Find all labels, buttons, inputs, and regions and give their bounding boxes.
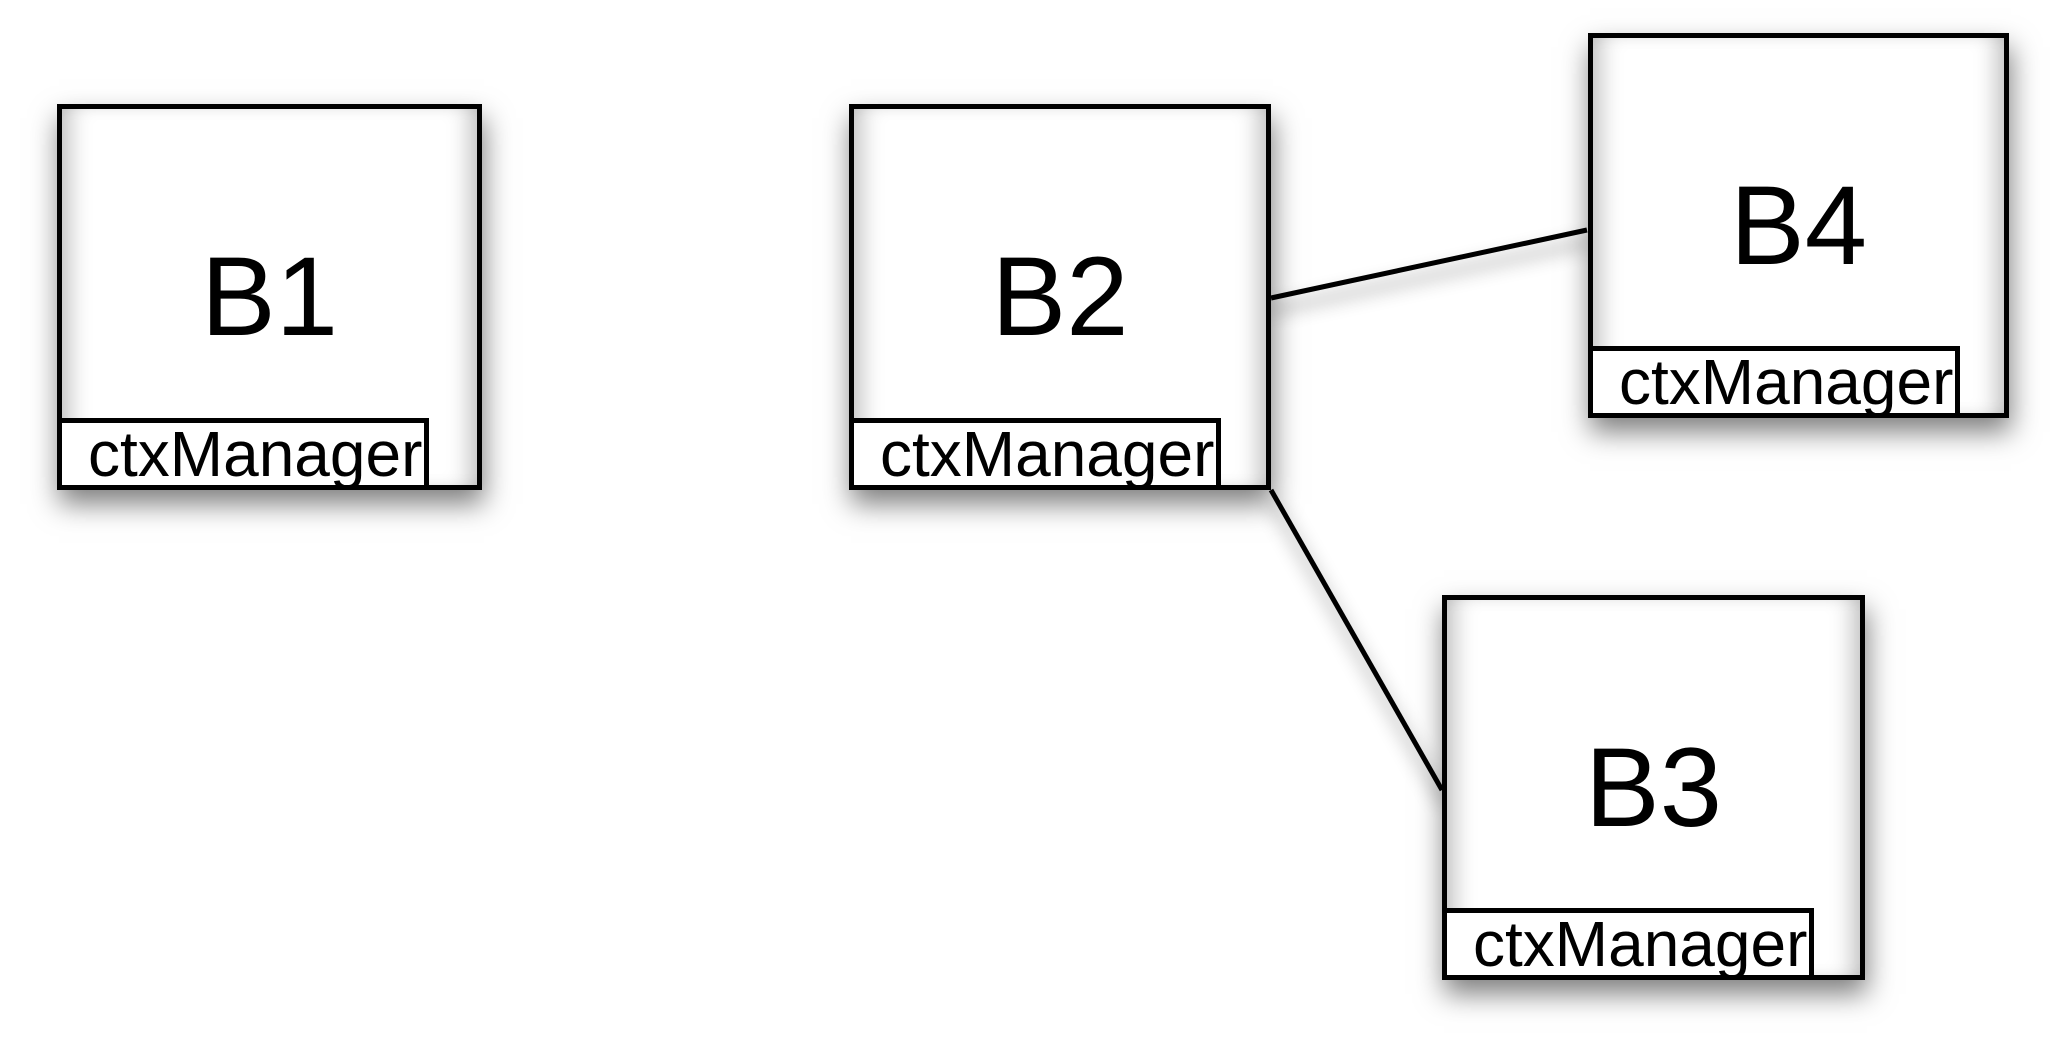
- edge-b2-b3: [1268, 488, 1445, 792]
- node-b4-label: B4: [1730, 162, 1867, 288]
- node-b4-ctxmanager-label: ctxManager: [1619, 346, 1954, 418]
- node-b1-ctxmanager-box: ctxManager: [57, 418, 429, 490]
- node-b2-ctxmanager-label: ctxManager: [880, 418, 1215, 490]
- node-b2-label: B2: [991, 234, 1129, 359]
- node-b3-ctxmanager-label: ctxManager: [1473, 908, 1808, 980]
- node-b1-ctxmanager-label: ctxManager: [88, 418, 423, 490]
- node-b2: B2 ctxManager: [849, 104, 1271, 490]
- edge-b2-b4: [1270, 227, 1588, 301]
- node-b4: B4 ctxManager: [1588, 33, 2009, 418]
- node-b1-label: B1: [201, 234, 338, 359]
- node-b3-ctxmanager-box: ctxManager: [1442, 908, 1814, 980]
- node-b4-ctxmanager-box: ctxManager: [1588, 346, 1960, 418]
- node-b2-ctxmanager-box: ctxManager: [849, 418, 1221, 490]
- node-b3: B3 ctxManager: [1442, 595, 1865, 980]
- node-b1: B1 ctxManager: [57, 104, 482, 490]
- node-b3-label: B3: [1585, 724, 1722, 850]
